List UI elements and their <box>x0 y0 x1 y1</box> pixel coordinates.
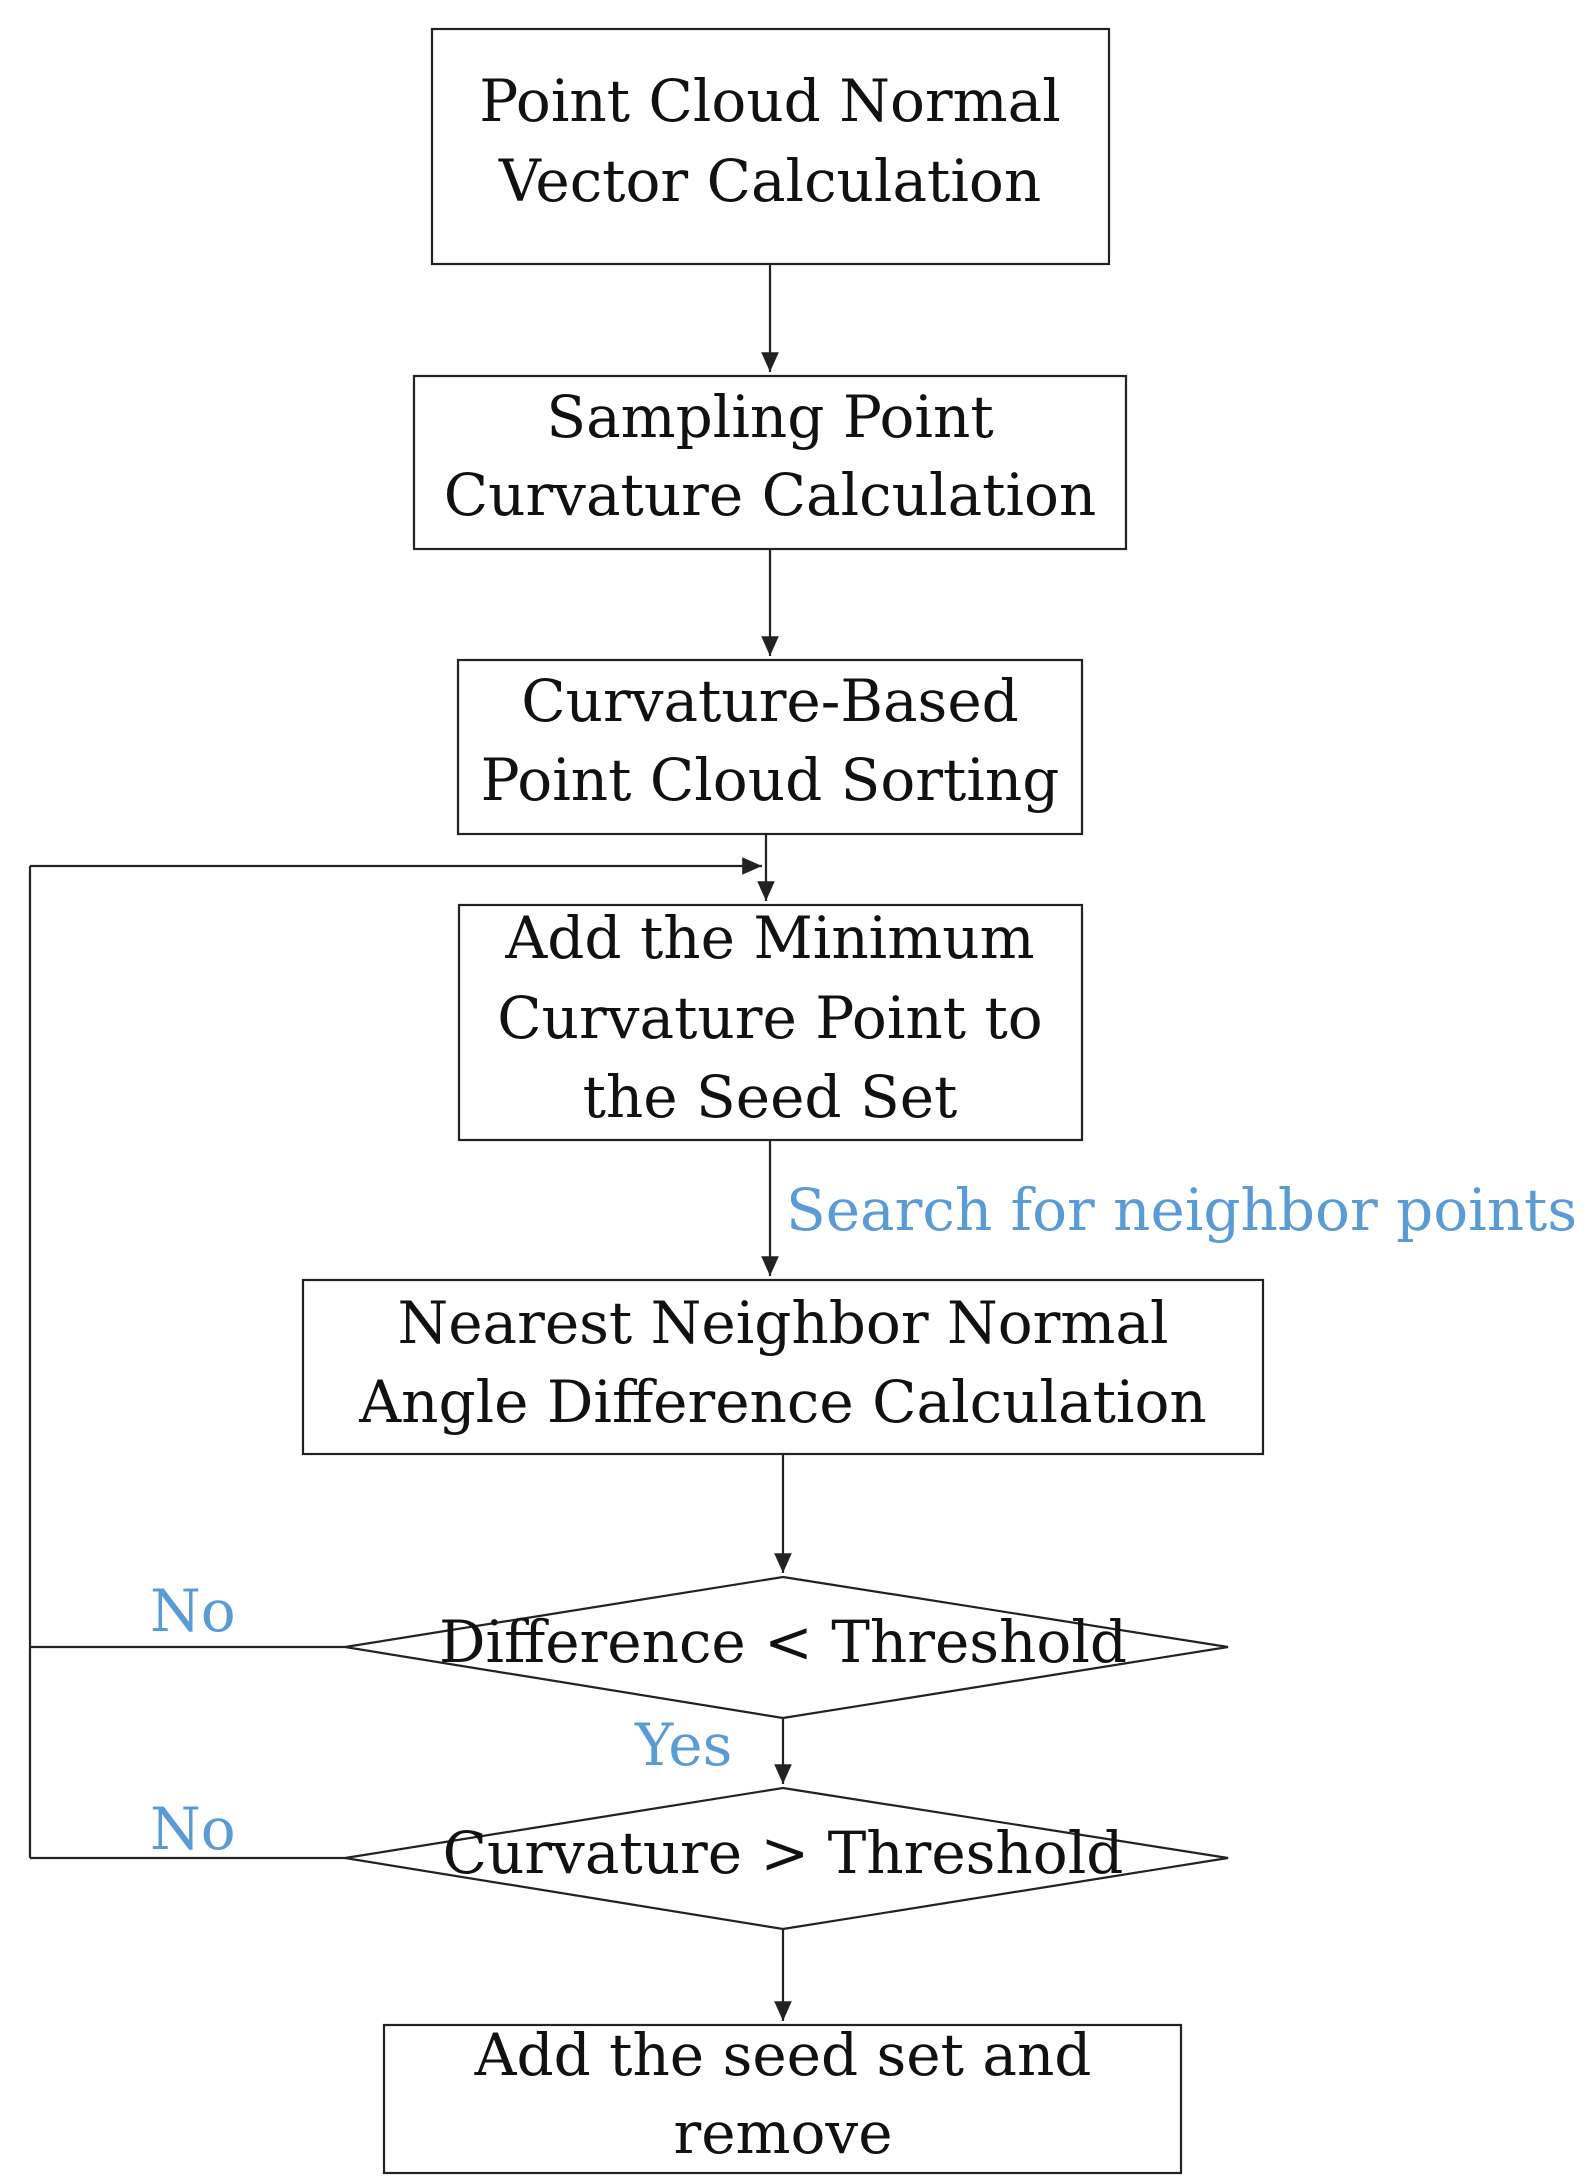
node-sorting-line2: Point Cloud Sorting <box>481 746 1060 814</box>
node-curvature-calculation: Sampling Point Curvature Calculation <box>412 374 1128 551</box>
node-normal-vector-line1: Point Cloud Normal <box>479 67 1061 135</box>
edge-label-search-neighbors: Search for neighbor points <box>786 1176 1577 1244</box>
node-seed-set-line2: Curvature Point to <box>497 984 1042 1052</box>
node-normal-vector-calculation: Point Cloud Normal Vector Calculation <box>430 27 1111 266</box>
node-sorting-line1: Curvature-Based <box>521 667 1019 735</box>
node-angle-diff-line2: Angle Difference Calculation <box>358 1368 1207 1436</box>
decision-difference-text: Difference < Threshold <box>439 1608 1127 1676</box>
edge-label-no-curvature: No <box>150 1795 236 1863</box>
edge-label-no-difference: No <box>150 1577 236 1645</box>
node-angle-diff-line1: Nearest Neighbor Normal <box>397 1289 1168 1357</box>
decision-curvature-check: Curvature > Threshold <box>344 1786 1229 1931</box>
node-seed-set: Add the Minimum Curvature Point to the S… <box>457 903 1084 1142</box>
node-point-cloud-sorting: Curvature-Based Point Cloud Sorting <box>456 658 1084 836</box>
node-final-line2: remove <box>673 2099 892 2167</box>
decision-difference-check: Difference < Threshold <box>344 1575 1229 1720</box>
node-curvature-calc-line2: Curvature Calculation <box>444 461 1097 529</box>
node-final-add-remove: Add the seed set and remove <box>382 2021 1183 2175</box>
node-normal-vector-line2: Vector Calculation <box>498 147 1041 215</box>
node-angle-difference-calculation: Nearest Neighbor Normal Angle Difference… <box>301 1278 1265 1456</box>
node-seed-set-line3: the Seed Set <box>583 1063 958 1131</box>
decision-curvature-text: Curvature > Threshold <box>443 1819 1124 1887</box>
edge-label-yes: Yes <box>634 1711 732 1779</box>
node-seed-set-line1: Add the Minimum <box>504 904 1034 972</box>
node-final-line1: Add the seed set and <box>474 2021 1092 2089</box>
node-curvature-calc-line1: Sampling Point <box>546 383 993 451</box>
